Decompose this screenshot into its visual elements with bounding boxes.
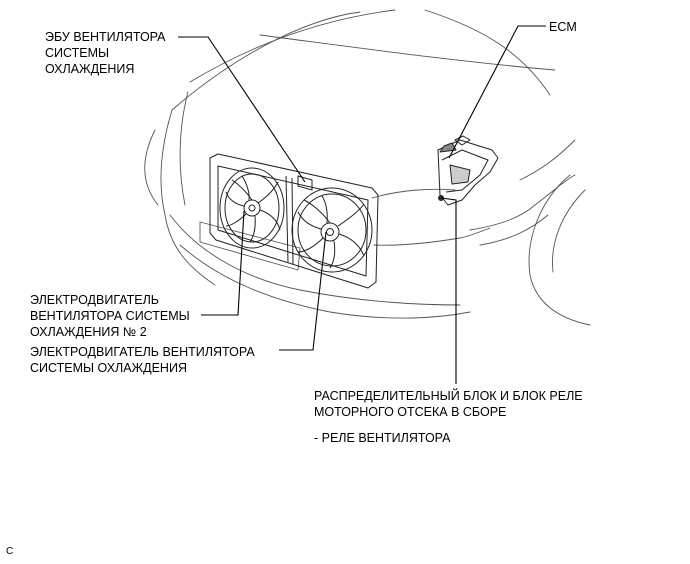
radiator-support xyxy=(371,188,456,199)
cooling-fan-2 xyxy=(219,167,285,249)
label-fan-ecu-line-3: ОХЛАЖДЕНИЯ xyxy=(45,62,135,76)
label-fan-motor-line-2: СИСТЕМЫ ОХЛАЖДЕНИЯ xyxy=(30,361,187,375)
bumper-left-inner xyxy=(179,91,189,206)
label-fan-motor-2: ЭЛЕКТРОДВИГАТЕЛЬ ВЕНТИЛЯТОРА СИСТЕМЫ ОХЛ… xyxy=(30,292,190,340)
hood-rear-line xyxy=(424,9,551,96)
fender-right-2 xyxy=(479,214,549,246)
hood-panel-line xyxy=(189,9,396,83)
label-fan-motor-2-line-2: ВЕНТИЛЯТОРА СИСТЕМЫ xyxy=(30,309,190,323)
relay-block-and-ecm xyxy=(437,135,499,206)
fan-ecu-unit xyxy=(297,175,313,191)
radiator-support-2 xyxy=(373,227,491,246)
wheel-arch-inner xyxy=(552,189,586,273)
cooling-fan-1 xyxy=(291,187,373,273)
label-fan-motor-line-1: ЭЛЕКТРОДВИГАТЕЛЬ ВЕНТИЛЯТОРА xyxy=(30,345,255,359)
fender-right xyxy=(469,174,576,231)
hood-crease xyxy=(259,34,556,71)
label-fan-ecu: ЭБУ ВЕНТИЛЯТОРА СИСТЕМЫ ОХЛАЖДЕНИЯ xyxy=(45,29,166,77)
leader-fan-motor-2 xyxy=(201,210,245,316)
label-relay-block: РАСПРЕДЕЛИТЕЛЬНЫЙ БЛОК И БЛОК РЕЛЕ МОТОР… xyxy=(314,388,583,420)
label-fan-relay-text: - РЕЛЕ ВЕНТИЛЯТОРА xyxy=(314,431,451,445)
label-fan-relay: - РЕЛЕ ВЕНТИЛЯТОРА xyxy=(314,430,451,446)
label-ecm-text: ECM xyxy=(549,20,577,34)
shroud-divider xyxy=(285,175,289,263)
bumper-lower-2 xyxy=(179,244,471,319)
label-ecm: ECM xyxy=(549,19,577,35)
front-edge-left xyxy=(144,129,159,206)
fan-shroud-frame xyxy=(209,153,379,289)
label-fan-motor-2-line-3: ОХЛАЖДЕНИЯ № 2 xyxy=(30,325,147,339)
label-fan-motor-2-line-1: ЭЛЕКТРОДВИГАТЕЛЬ xyxy=(30,293,159,307)
bumper-slot xyxy=(199,221,301,271)
label-relay-block-line-1: РАСПРЕДЕЛИТЕЛЬНЫЙ БЛОК И БЛОК РЕЛЕ xyxy=(314,389,583,403)
fan-shroud-inner xyxy=(217,165,369,277)
label-relay-block-line-2: МОТОРНОГО ОТСЕКА В СБОРЕ xyxy=(314,405,507,419)
figure-code-text: C xyxy=(6,546,14,557)
leader-fan-motor xyxy=(279,231,327,351)
body-side xyxy=(519,139,576,181)
fender-left xyxy=(160,109,216,286)
label-fan-motor: ЭЛЕКТРОДВИГАТЕЛЬ ВЕНТИЛЯТОРА СИСТЕМЫ ОХЛ… xyxy=(30,344,255,376)
wheel-arch xyxy=(528,174,591,326)
bumper-lower xyxy=(169,214,461,306)
leader-relay xyxy=(440,197,457,384)
label-fan-ecu-line-1: ЭБУ ВЕНТИЛЯТОРА xyxy=(45,30,166,44)
leader-fan-ecu xyxy=(178,36,306,183)
leader-ecm xyxy=(448,25,546,159)
figure-code: C xyxy=(6,546,13,558)
label-fan-ecu-line-2: СИСТЕМЫ xyxy=(45,46,110,60)
hood-outline xyxy=(171,11,361,111)
